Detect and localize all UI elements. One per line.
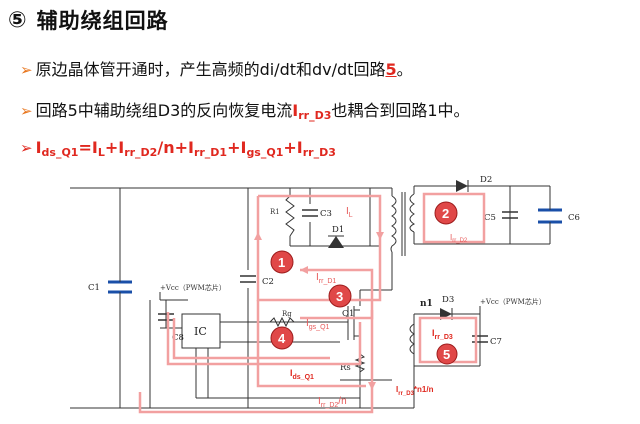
label-rs: Rs [340,363,351,373]
label-d2: D2 [480,175,492,185]
label-irr-d3: Irr_D3 [432,328,453,341]
transformer-aux [409,323,415,355]
page-title: ⑤ 辅助绕组回路 [8,4,169,36]
transformer-primary [390,192,406,256]
bullet-1: ➢ 原边晶体管开通时，产生高频的di/dt和dv/dt回路 5 。 [20,56,413,80]
bullet-arrow-icon: ➢ [20,139,33,157]
label-c5: C5 [484,213,496,223]
bullet-2-end: 也耦合到回路1中。 [331,101,470,120]
label-c1: C1 [88,283,100,293]
svg-text:2: 2 [442,206,449,221]
bullet-2-text: 回路5中辅助绕组D3的反向恢复电流 [35,101,293,120]
capacitor-c5 [502,211,518,219]
svg-text:3: 3 [336,289,343,304]
bullet-1-text: 原边晶体管开通时，产生高频的di/dt和dv/dt回路 [35,60,386,79]
loop-circle-1: 1 [270,250,294,274]
label-d1: D1 [332,225,344,235]
svg-text:5: 5 [443,347,450,362]
circuit-wiring [70,185,551,409]
bullet-1-emph: 5 [385,60,397,79]
capacitor-c3 [302,209,318,217]
section-title: 辅助绕组回路 [36,9,169,33]
label-c7: C7 [490,337,502,347]
label-c6: C6 [568,213,580,223]
label-c3: C3 [320,209,332,219]
svg-text:4: 4 [278,331,286,346]
label-r1: R1 [270,208,280,216]
bullet-arrow-icon: ➢ [20,102,33,120]
resistor-rg [269,316,295,328]
capacitor-c1 [108,270,132,306]
resistor-r1 [285,195,295,237]
label-irr-d1: Irr_D1 [316,272,336,285]
label-vcc-right: +Vcc（PWM芯片） [480,297,546,306]
capacitor-c8 [158,313,174,321]
loop-circle-4: 4 [270,326,294,350]
loop-circle-3: 3 [328,284,352,308]
bullet-2: ➢ 回路5中辅助绕组D3的反向恢复电流 Irr_D3 也耦合到回路1中。 [20,97,470,122]
bullet-1-end: 。 [396,60,413,79]
transformer-secondary [409,193,416,233]
resistor-rs [354,353,366,373]
label-irr-d3-n1: Irr_D3*n1/n [396,385,434,397]
loop-arrows [254,232,384,390]
label-ic: IC [194,325,207,338]
svg-text:1: 1 [278,255,285,270]
label-vcc-left: +Vcc（PWM芯片） [160,283,226,292]
label-c2: C2 [262,277,274,287]
label-irr-d2-n: Irr_D2/n [318,396,347,409]
capacitor-c2 [240,275,256,283]
section-number: ⑤ [8,7,27,33]
loop-circle-2: 2 [434,201,458,225]
label-irr-d2-box: Irr_D2 [450,233,468,244]
label-q1: Q1 [342,309,354,319]
label-c8: C8 [172,333,184,343]
current-formula: ➢Ids_Q1=IL+Irr_D2/n+Irr_D1+Igs_Q1+Irr_D3 [20,138,336,159]
label-d3: D3 [442,295,454,305]
loop-circle-5: 5 [436,343,458,365]
diode-d1 [328,235,344,248]
capacitor-c7 [472,335,488,343]
capacitor-c6 [538,204,562,228]
label-n1: n1 [420,299,433,309]
current-loops [138,192,486,414]
label-il: IL [346,206,353,219]
bullet-arrow-icon: ➢ [20,61,33,79]
label-ids: Ids_Q1 [290,368,314,381]
label-igs: Igs_Q1 [306,318,330,331]
label-rg: Rg [282,310,292,318]
bullet-2-emph: Irr_D3 [292,101,332,122]
diode-d2 [456,180,469,192]
